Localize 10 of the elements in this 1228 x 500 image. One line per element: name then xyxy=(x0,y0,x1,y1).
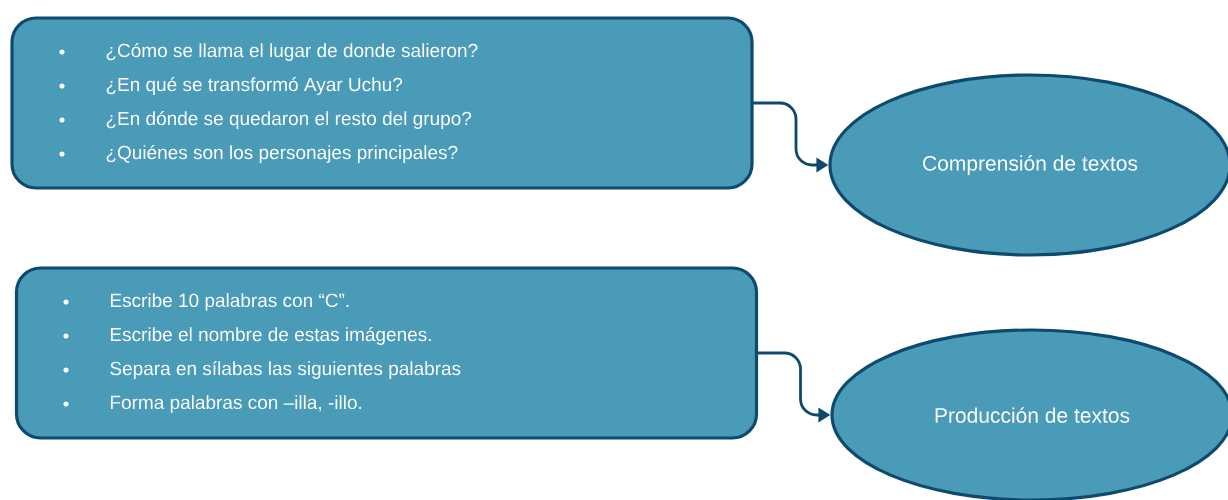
list-item: ¿Cómo se llama el lugar de donde salieron? xyxy=(106,43,478,61)
list-item: Escribe el nombre de estas imágenes. xyxy=(110,327,431,345)
list-item: ¿En qué se transformó Ayar Uchu? xyxy=(106,77,403,95)
list-item: Separa en sílabas las siguientes palabras xyxy=(110,361,461,379)
list-item: ¿En dónde se quedaron el resto del grupo? xyxy=(106,111,472,129)
list-item: Forma palabras con –illa, -illo. xyxy=(110,395,362,413)
list-item: ¿Quiénes son los personajes principales? xyxy=(106,145,458,163)
list-item: Escribe 10 palabras con “C”. xyxy=(110,293,349,311)
question-box xyxy=(10,16,754,190)
question-box xyxy=(14,266,759,440)
